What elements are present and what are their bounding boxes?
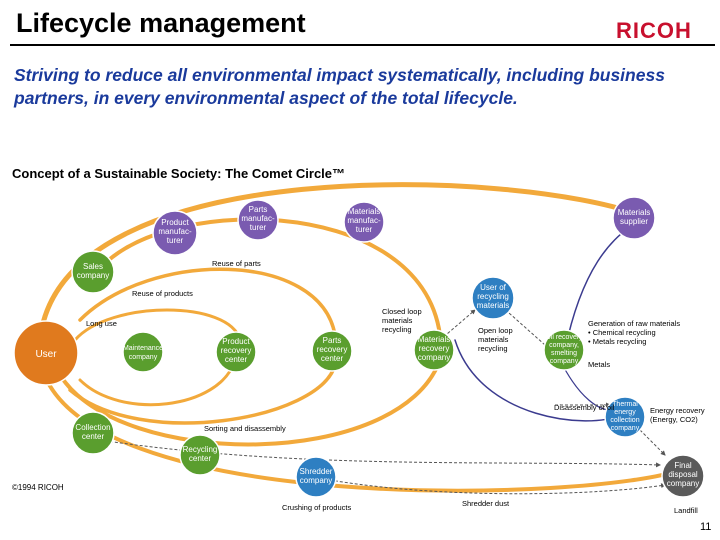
annotation-shredder-dust: Shredder dust [462, 499, 510, 508]
annotation-disassembly-oil: Disassembly of oil [554, 403, 615, 412]
annotation-sorting-disassembly: Sorting and disassembly [204, 424, 286, 433]
ricoh-logo: RICOH [616, 18, 692, 43]
annotation-energy-recovery: Energy recovery(Energy, CO2) [650, 406, 705, 424]
arc-mid [93, 217, 442, 337]
slide-subtitle: Striving to reduce all environmental imp… [14, 65, 665, 108]
title-divider [10, 44, 715, 46]
annotation-metals: Metals [588, 360, 610, 369]
arc-mid-low [58, 358, 442, 447]
annotation-long-use: Long use [86, 319, 117, 328]
page-number: 11 [700, 521, 712, 533]
arc-outer [37, 182, 643, 343]
arc-innermost-low [78, 358, 237, 407]
annotation-landfill: Landfill [674, 506, 698, 515]
copyright-notice: ©1994 RICOH [12, 483, 64, 492]
annotation-generation-raw-materials: Generation of raw materials• Chemical re… [588, 319, 680, 346]
diagram-title: Concept of a Sustainable Society: The Co… [12, 166, 346, 181]
svg-text:User: User [35, 349, 57, 360]
arc-inner-low [68, 363, 337, 425]
arc-innermost [73, 308, 242, 342]
slide-title: Lifecycle management [16, 8, 306, 38]
annotation-reuse-products: Reuse of products [132, 289, 193, 298]
annotation-reuse-parts: Reuse of parts [212, 259, 261, 268]
node-user: User [13, 320, 79, 386]
annotation-crushing-products: Crushing of products [282, 503, 351, 512]
arc-inner [78, 267, 337, 337]
